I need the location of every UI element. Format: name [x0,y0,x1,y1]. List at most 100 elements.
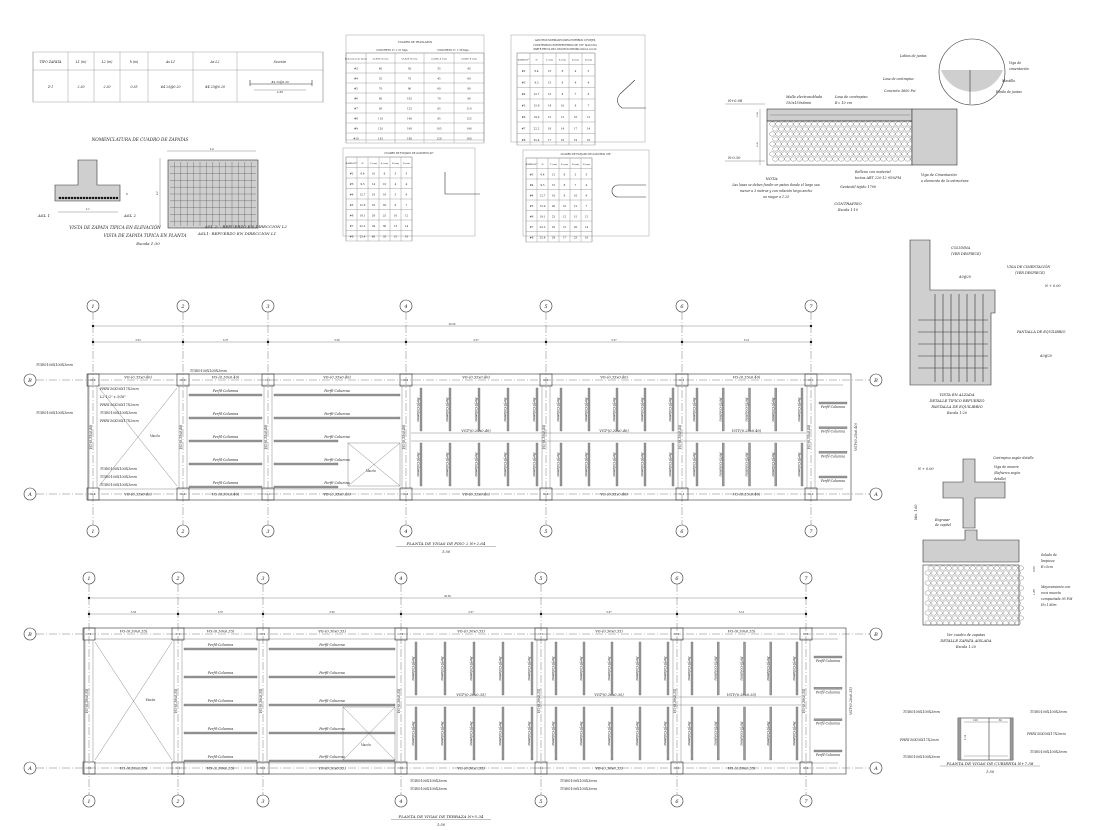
stone [823,141,830,147]
label: (VER DESPIECE) [1015,271,1046,275]
footing-elevation [54,159,121,202]
stone [793,131,800,137]
stone [933,605,940,611]
stone [895,151,902,157]
perfil-member [587,387,591,432]
table-cell: 110 [378,117,383,121]
dim-tick [58,196,62,200]
stone [993,575,1000,581]
perfil-label: Perfil-Columna [551,655,555,680]
perfil-label: Perfil-Columna [416,451,420,476]
table-cell: 9.5 [534,80,538,84]
stone [880,156,887,162]
perfil-label: Perfil-Columna [440,720,444,745]
member-note: TUBO100X100X3mm [36,411,73,415]
stone [963,565,970,571]
stone [802,126,809,132]
stone [930,590,937,596]
table-header: CLASE A (cm) [431,58,447,61]
table-cell: 2.30 [102,85,110,89]
perfil-member [554,641,558,696]
stone [966,570,973,576]
dim-tick [87,612,91,616]
table-cell: 8 [564,172,566,176]
stone [1017,585,1024,591]
stone [844,136,851,142]
dim-tick [67,196,71,200]
column-c1 [534,627,548,641]
beam-label: VG-(0.35x0.40) [462,493,490,497]
label: CONTRAPISO [834,201,862,206]
member-note: TUBO100X100X3mm [190,369,227,373]
table-cell: 3 [395,171,397,175]
section-label: #4 25@0.20 [271,80,289,84]
stone [781,151,788,157]
stone [832,126,839,132]
foundation-beam [911,108,958,166]
stone [1014,580,1021,586]
table-cell: #5 [354,87,358,91]
stone [966,590,973,596]
stone [1008,570,1015,576]
table-cell: 16 [383,192,387,196]
stone [784,126,791,132]
dim-tick [261,612,265,616]
table-cell: 15 [548,115,552,119]
stone [924,610,931,616]
table-cell: #6 [350,213,354,217]
column-label: C-1 [180,492,185,496]
perfil-member [690,706,694,761]
table-cell: 22.2 [360,224,366,228]
grid-label: 1 [87,799,90,805]
label: N + 0.00 [1044,284,1061,288]
stone [936,590,943,596]
perfil-label: Perfil-Columna [318,699,345,703]
grid-bubble [539,524,553,538]
axis-label: B [27,378,32,384]
table-cell: 45 [467,67,471,71]
perfil-label: Perfil-Columna [503,451,507,476]
void-outline [342,706,396,761]
table-cell: 12.7 [534,92,540,96]
table-header: R (cm) [585,58,592,61]
member-note: TUBO100X100X3mm [410,779,447,783]
table-header: As L1 [165,60,175,64]
dim-tick [804,612,808,616]
perfil-label: Perfil-Columna [766,720,770,745]
column-label: C-1 [90,378,95,382]
line [94,641,173,761]
label: tectas ART 220-12 95%PM [855,176,902,180]
perfil-label: Perfil-Columna [797,396,801,421]
stone [865,151,872,157]
stone [841,141,848,147]
table-cell: #4 25@0.20 [205,85,225,89]
stone [942,580,949,586]
column-c1 [394,761,408,775]
stone [1008,610,1015,616]
stone [960,610,967,616]
perfil-label: Perfil-Columna [797,451,801,476]
stone [850,126,857,132]
beam-label: VG-(0.35x0.40) [179,424,183,449]
perfil-label: Perfil-Columna [745,396,749,421]
stone [942,590,949,596]
axis-label: B [27,632,32,638]
stone [802,156,809,162]
stone [904,126,911,132]
column-label: C-1 [86,632,91,636]
column-label: C-1 [175,632,180,636]
stone [975,565,982,571]
grid-bubble [799,794,813,808]
label: 26.50 [444,595,451,598]
label: 3.53 [131,611,137,614]
stone [996,580,1003,586]
stone [972,570,979,576]
dim-tick [809,340,813,344]
perfil-label: Perfil-Columna [792,720,796,745]
table-cell: 23 [552,214,556,218]
stone [960,590,967,596]
grid-bubble [176,524,190,538]
perfil-member [530,706,534,761]
beam-label: VG-(0.35x0.40) [89,424,93,449]
table-cell: 22.2 [534,126,540,130]
